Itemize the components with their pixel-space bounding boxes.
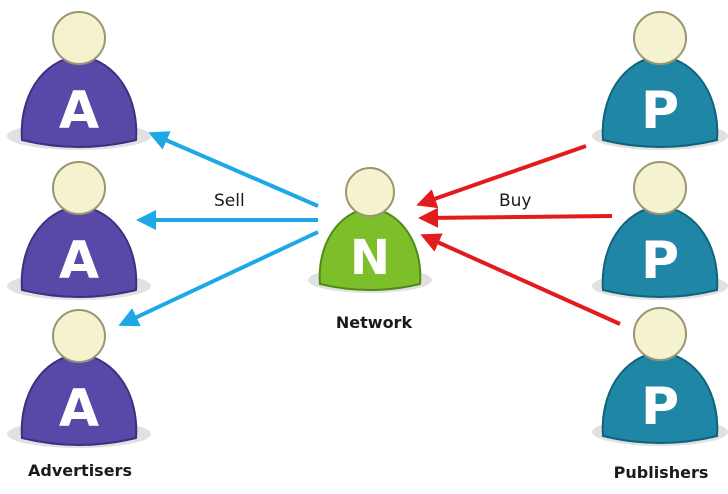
- sell-arrow-1: [148, 131, 319, 208]
- sell-arrow-3: [118, 230, 319, 327]
- advertisers-group: A A A: [7, 11, 151, 448]
- publisher-figure-1: P: [592, 11, 728, 150]
- advertiser-figure-2: A: [7, 161, 151, 300]
- buy-arrows: [416, 144, 621, 326]
- publisher-figure-2: P: [592, 161, 728, 300]
- buy-arrow-2: [418, 207, 613, 228]
- buy-label: Buy: [499, 191, 532, 211]
- sell-arrows: [118, 131, 319, 327]
- publisher-letter: P: [641, 231, 679, 291]
- publisher-figure-3: P: [592, 307, 728, 446]
- network-label: Network: [336, 313, 413, 332]
- advertiser-letter: A: [59, 81, 99, 141]
- advertisers-label: Advertisers: [28, 461, 132, 480]
- publisher-letter: P: [641, 377, 679, 437]
- advertiser-letter: A: [59, 231, 99, 291]
- advertiser-figure-3: A: [7, 309, 151, 448]
- publishers-label: Publishers: [614, 463, 709, 482]
- buy-arrow-1: [416, 144, 587, 209]
- advertiser-letter: A: [59, 379, 99, 439]
- sell-label: Sell: [214, 191, 245, 211]
- publishers-group: P P P: [592, 11, 728, 446]
- buy-arrow-3: [420, 233, 621, 326]
- publisher-letter: P: [641, 81, 679, 141]
- network-figure: N: [308, 167, 432, 293]
- network-letter: N: [350, 230, 390, 286]
- advertiser-figure-1: A: [7, 11, 151, 150]
